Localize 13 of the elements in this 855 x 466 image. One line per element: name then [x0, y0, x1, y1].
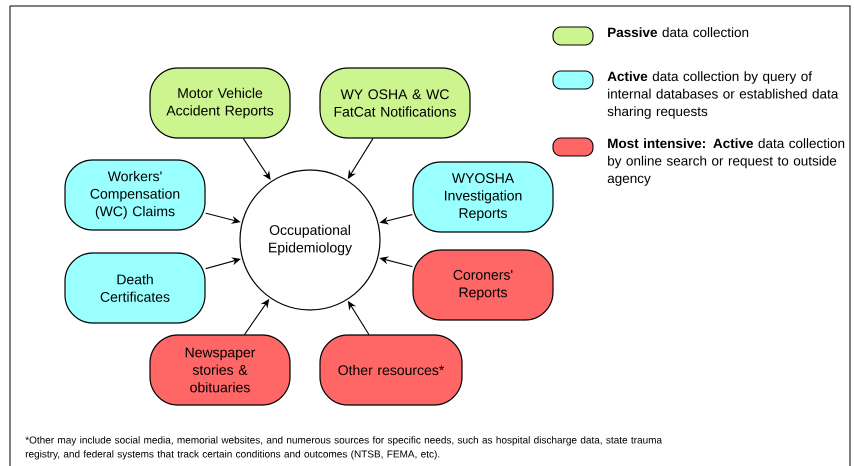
rounded-box: Motor Vehicle Accident Reports	[149, 67, 291, 139]
legend-text: Active data collection by query of internal databases or established data sharing requests	[608, 71, 838, 119]
rounded-box: WYOSHA Investigation Reports	[412, 161, 554, 233]
rounded-box: Coroners' Reports	[412, 249, 554, 321]
rounded-box: Newspaper stories & obituaries	[149, 334, 291, 406]
rounded-box: Other resources*	[319, 334, 463, 406]
circle-node: Occupational Epidemiology	[239, 169, 381, 311]
legend-text: Most intensive: Active data collection by online search or request to outside agency	[608, 138, 844, 186]
legend-text: Passive data collection	[608, 27, 748, 38]
rounded-box: WY OSHA & WC FatCat Notifications	[319, 67, 471, 139]
rounded-box: Death Certificates	[64, 252, 206, 324]
rounded-box: Workers' Compensation (WC) Claims	[64, 159, 206, 231]
footnote: *Other may include social media, memorial websites, and numerous sources for specific needs, such as hospital discharge data, state trauma registry, and federal systems that track certain conditions and outcomes (NTSB, FEMA, etc).	[25, 436, 662, 460]
